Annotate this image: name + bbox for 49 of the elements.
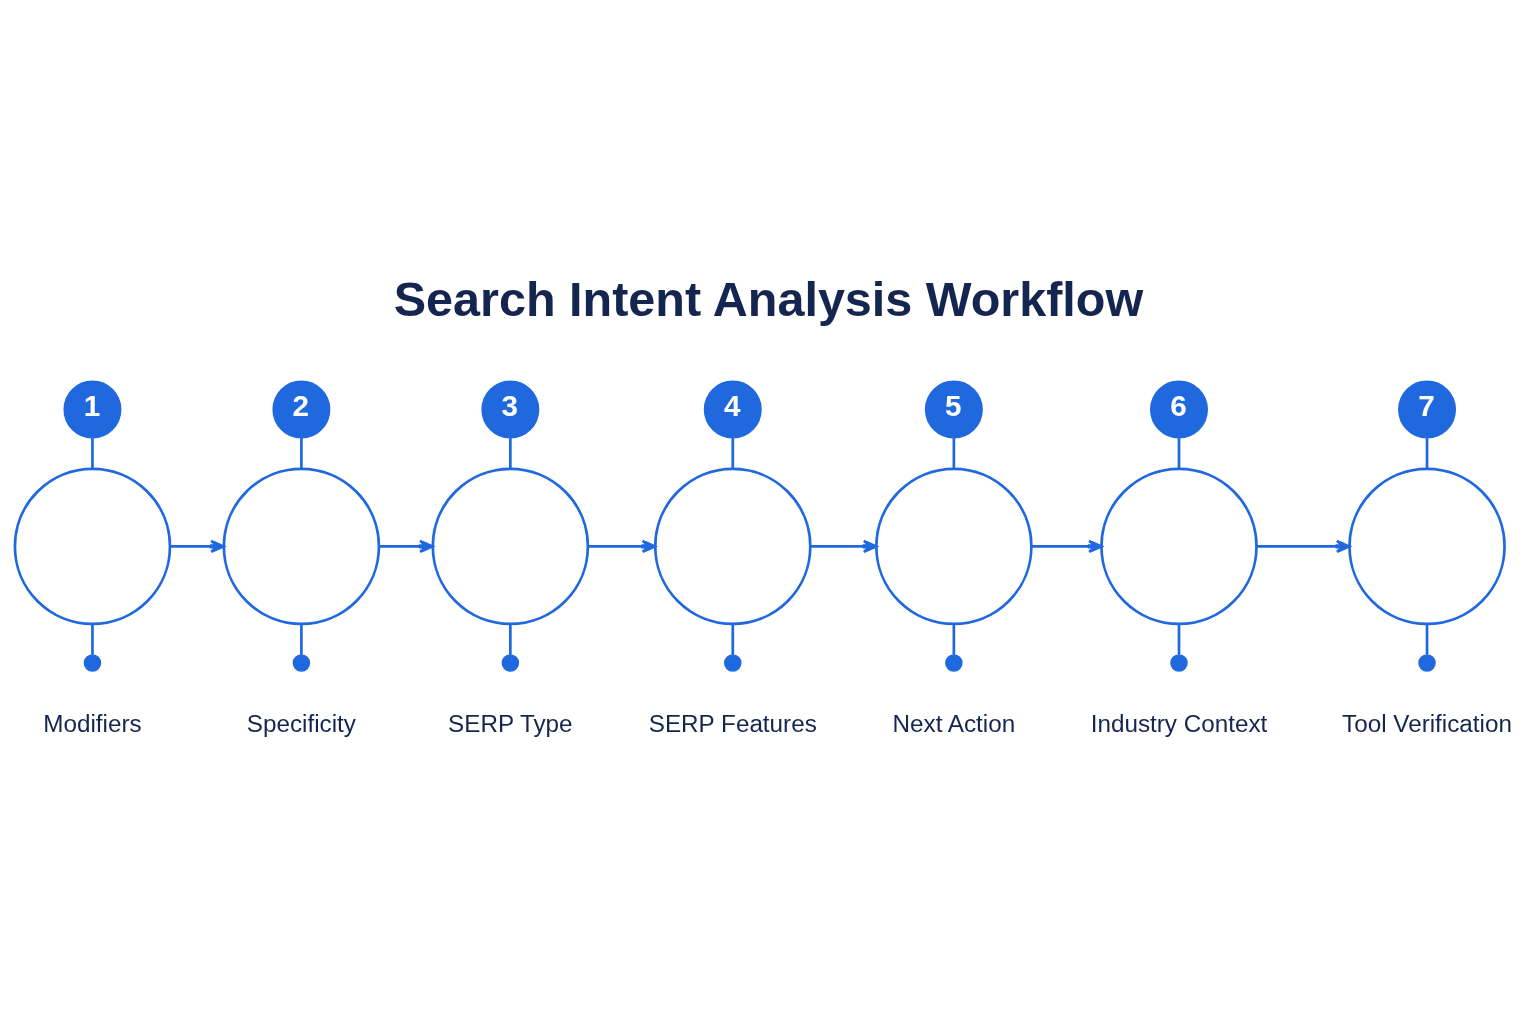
connector — [730, 624, 734, 655]
connector — [299, 438, 303, 469]
node-label: SERP Features — [648, 710, 817, 738]
node-circle — [1099, 467, 1258, 626]
node-dot — [292, 654, 310, 672]
node-circle: 6 — [1149, 380, 1208, 439]
connector — [1177, 438, 1180, 469]
node-label: Modifiers — [42, 710, 142, 738]
node-dot — [1417, 654, 1436, 672]
node-circle: 2 — [271, 380, 330, 439]
diagram-title: Search Intent Analysis Workflow — [393, 272, 1143, 327]
node-circle: 4 — [703, 380, 762, 439]
connector — [730, 438, 734, 469]
connector — [90, 624, 94, 655]
arrow — [587, 539, 656, 554]
connector — [90, 438, 94, 469]
node-circle — [13, 467, 171, 626]
connector — [1425, 438, 1428, 469]
node-dot — [1169, 654, 1188, 672]
node-circle: 7 — [1397, 380, 1456, 439]
node-circle — [430, 467, 589, 626]
connector — [299, 624, 303, 655]
arrow — [1256, 539, 1350, 554]
node-dot — [501, 654, 519, 672]
connector — [952, 438, 955, 469]
node-label: Specificity — [246, 710, 356, 738]
node-circle — [653, 467, 812, 626]
arrow — [810, 539, 877, 554]
arrow — [1031, 539, 1103, 554]
node-label: Next Action — [892, 710, 1015, 738]
node-circle — [222, 467, 380, 626]
node-dot — [944, 654, 963, 672]
connector — [952, 624, 955, 655]
node-label: SERP Type — [447, 710, 573, 738]
node-label: Industry Context — [1090, 710, 1267, 738]
node-dot — [723, 654, 742, 672]
node-label: Tool Verification — [1341, 710, 1512, 738]
arrow — [378, 539, 434, 554]
node-circle: 1 — [62, 380, 121, 439]
connector — [1177, 624, 1180, 655]
node-circle: 3 — [480, 380, 539, 439]
node-circle: 5 — [924, 380, 983, 439]
node-circle — [1347, 467, 1506, 626]
connector — [508, 624, 512, 655]
connector — [1425, 624, 1428, 655]
connector — [508, 438, 512, 469]
node-dot — [83, 654, 101, 672]
arrow — [169, 539, 225, 554]
node-circle — [874, 467, 1033, 626]
